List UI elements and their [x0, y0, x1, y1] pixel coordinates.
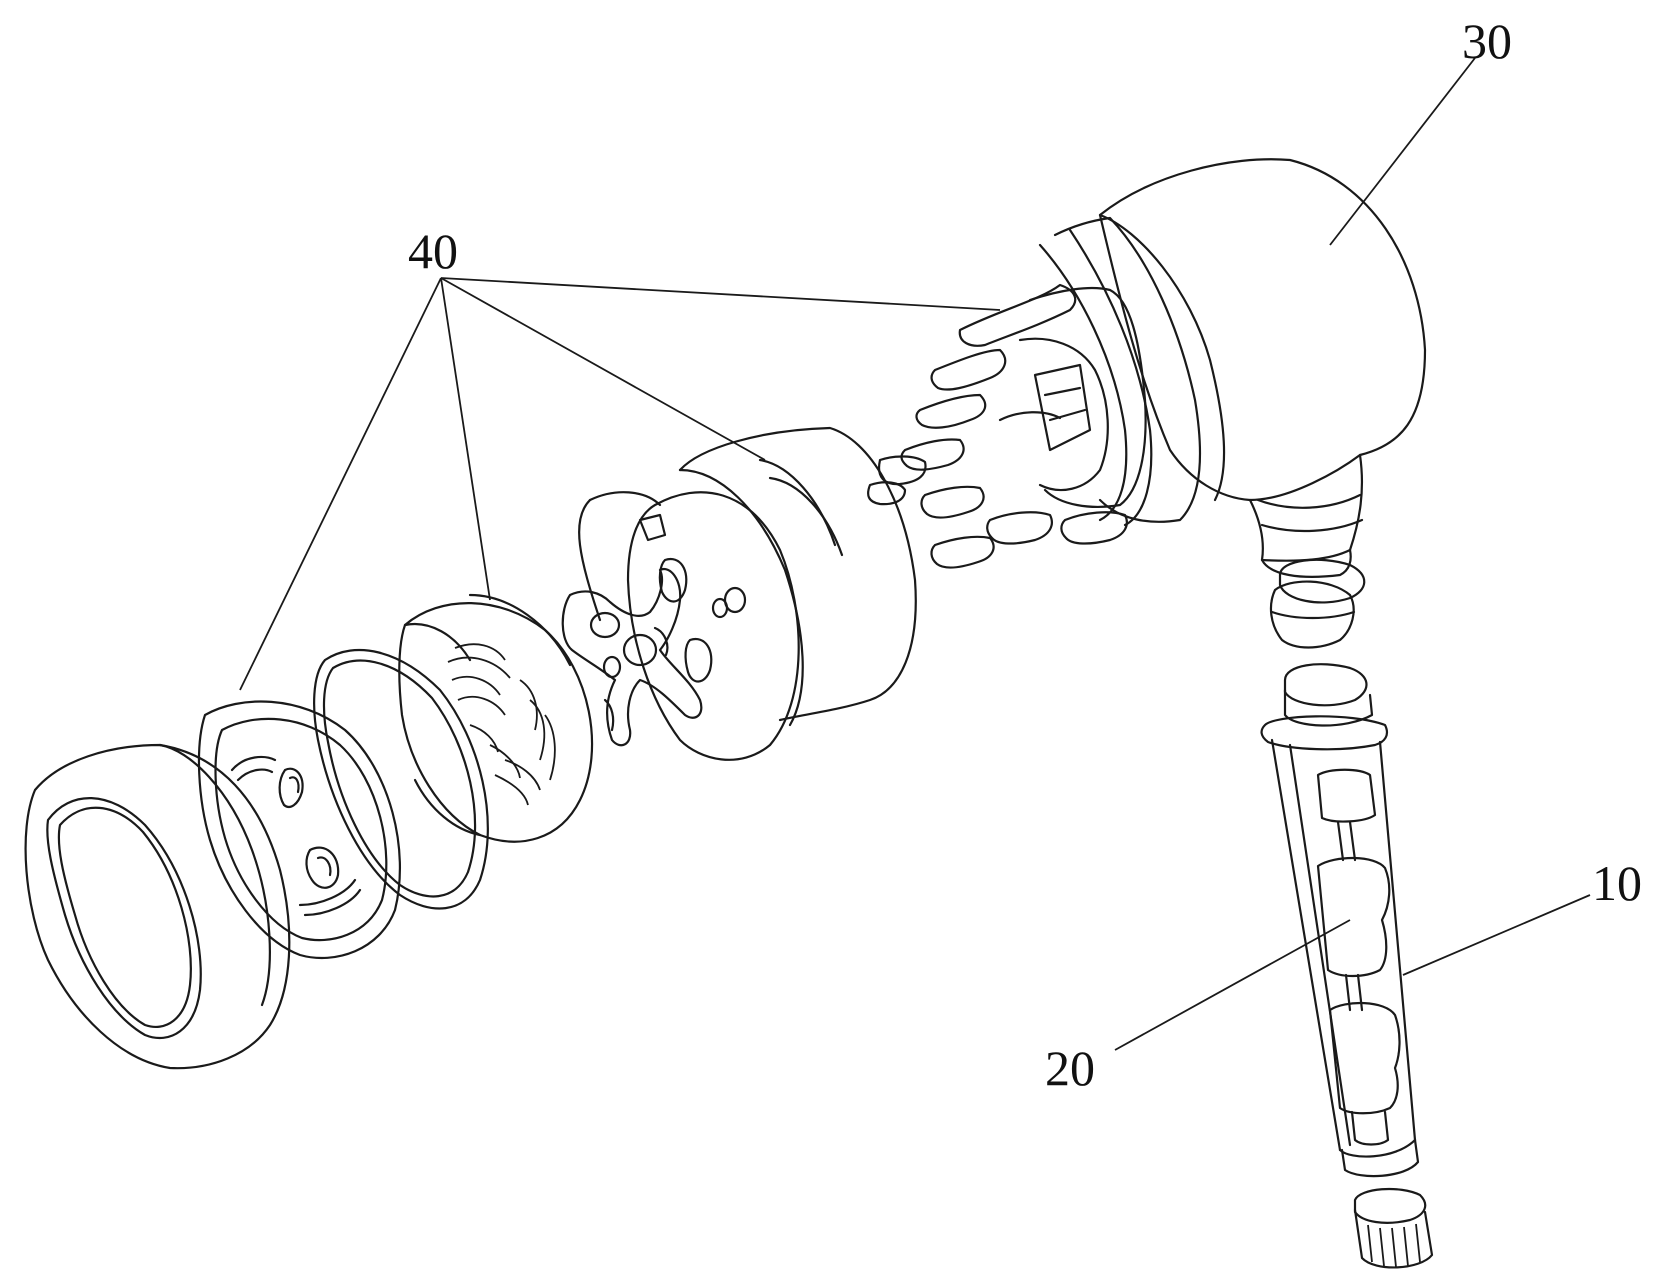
leader-10: [1402, 894, 1591, 976]
leader-20: [1114, 919, 1351, 1051]
label-30: 30: [1462, 13, 1512, 69]
part-inner-cup: [197, 700, 401, 960]
leader-40-to-disc: [440, 277, 491, 601]
part-30-housing: [1038, 158, 1427, 578]
part-cage-fingers: [867, 283, 1147, 569]
label-20: 20: [1045, 1040, 1095, 1096]
part-slotted-disc: [398, 593, 594, 843]
part-knob: [1269, 580, 1356, 649]
part-motor-drum: [578, 426, 917, 761]
part-20-inner-rod: [1316, 768, 1401, 1146]
part-bracket: [561, 567, 703, 747]
leader-40-to-cup: [239, 277, 442, 691]
leader-lines: [239, 57, 1591, 1051]
part-bottom-cap: [1353, 1187, 1434, 1269]
leader-30: [1329, 57, 1476, 246]
part-upper-cap: [1278, 558, 1366, 604]
leader-40-to-cage: [440, 277, 1001, 311]
label-40: 40: [408, 223, 458, 279]
part-front-bezel: [24, 743, 291, 1070]
label-10: 10: [1592, 855, 1642, 911]
leader-40-to-drum: [440, 277, 766, 461]
part-thin-ring: [313, 648, 489, 910]
